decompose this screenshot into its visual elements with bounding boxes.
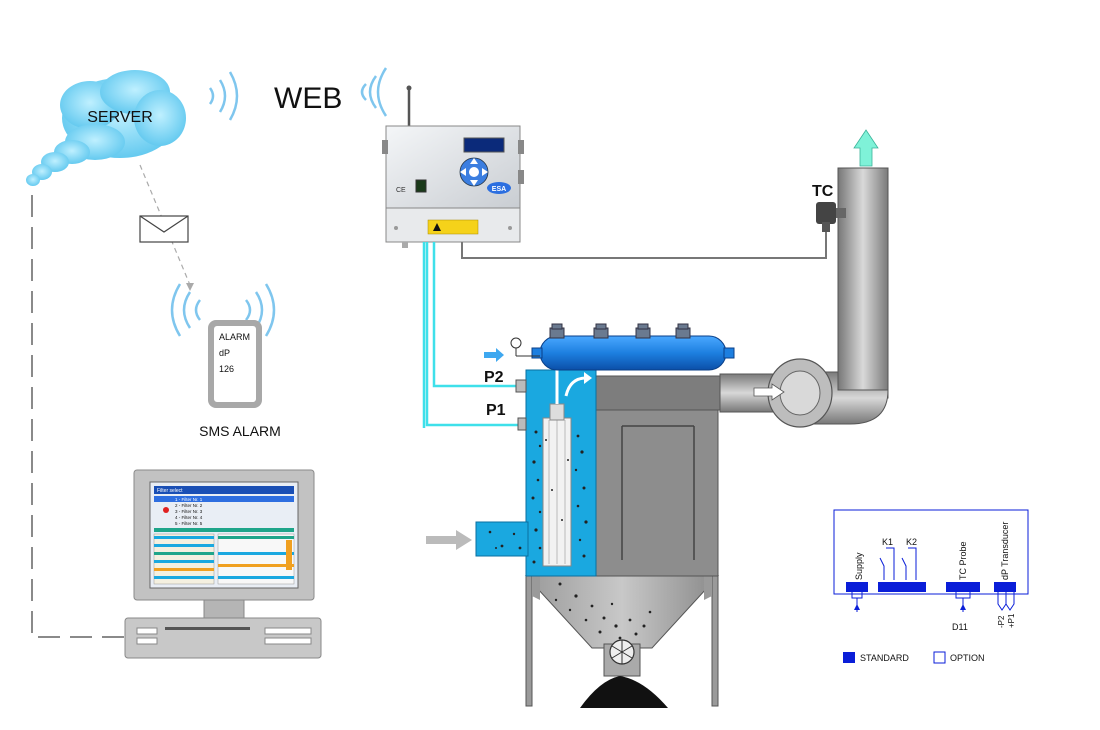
supply-terminal (846, 582, 868, 592)
terminal-dp-transducer-label: dP Transducer (1000, 522, 1010, 580)
terminal-k1-label: K1 (882, 537, 893, 547)
legend-standard-swatch (843, 652, 855, 663)
dust-pile (580, 676, 668, 708)
legend-option-label: OPTION (950, 653, 985, 663)
terminal-supply-label: Supply (854, 552, 864, 580)
computer: Filter select 1 - Filter Nr. 1 2 - Filte… (124, 469, 322, 659)
ce-mark: CE (396, 187, 406, 194)
screen-row-5: 5 - Filter Nr. 5 (175, 521, 203, 526)
keypad-icon (459, 157, 489, 187)
screen-row-3: 3 - Filter Nr. 3 (175, 509, 203, 514)
esa-controller: ESA CE (382, 85, 524, 248)
screen-row-2: 2 - Filter Nr. 2 (175, 503, 203, 508)
dp-terminal (994, 582, 1016, 592)
legend-standard-label: STANDARD (860, 653, 909, 663)
web-signal-icon (360, 67, 388, 117)
terminal-tc-probe-label: TC Probe (958, 541, 968, 580)
phone-signal-icon (170, 283, 276, 337)
p2-label: P2 (484, 369, 504, 386)
dust-filter (426, 344, 721, 708)
terminal-minus-p2-label: -P2 (997, 615, 1006, 628)
compressed-air-tank (484, 323, 735, 371)
pressure-tubes (422, 242, 522, 428)
hopper (524, 575, 720, 649)
p2-port (515, 379, 527, 393)
legend-option-swatch (933, 651, 946, 664)
legend: STANDARD OPTION (843, 651, 985, 664)
sms-alarm-label: SMS ALARM (199, 423, 281, 439)
power-switch (415, 179, 427, 193)
arrow-icon (186, 283, 194, 291)
envelope-icon (139, 215, 189, 243)
p1-label: P1 (486, 402, 506, 419)
controller-display (463, 137, 505, 153)
terminal-d11-label: D11 (952, 622, 968, 632)
terminal-k2-label: K2 (906, 537, 917, 547)
exhaust-arrow-icon (853, 129, 879, 167)
tc-cable (461, 232, 827, 259)
server-signal-icon (208, 71, 239, 121)
screen-row-4: 4 - Filter Nr. 4 (175, 515, 203, 520)
web-label: WEB (274, 82, 342, 115)
brand-label: ESA (492, 186, 506, 193)
server-label: SERVER (87, 109, 153, 126)
phone-value-text: 126 (219, 364, 234, 374)
pressure-gauge-icon (510, 337, 522, 349)
air-supply-arrow-icon (484, 348, 504, 362)
airflow-arrow-icon (753, 383, 785, 401)
relay-terminal (878, 582, 926, 592)
exhaust-stack (719, 129, 889, 428)
tc-label: TC (812, 183, 834, 200)
p1-port (517, 417, 527, 431)
server-to-computer-link (31, 195, 125, 638)
sms-phone: ALARM dP 126 (208, 320, 262, 408)
screen-row-1: 1 - Filter Nr. 1 (175, 497, 203, 502)
valve-icon (549, 323, 691, 339)
server-cloud: SERVER (26, 70, 186, 186)
inlet-arrow-icon (426, 530, 472, 550)
dust-particles (488, 430, 652, 640)
tc-sensor (816, 202, 846, 232)
screen-header: Filter select (157, 488, 183, 494)
phone-alarm-text: ALARM (219, 332, 250, 342)
terminal-block-diagram: Supply K1 K2 TC Probe dP Transducer D11 … (833, 509, 1029, 632)
terminal-plus-p1-label: +P1 (1007, 613, 1016, 628)
phone-dp-text: dP (219, 348, 230, 358)
pulse-arrow-icon (564, 376, 587, 397)
tc-probe-terminal (946, 582, 980, 592)
